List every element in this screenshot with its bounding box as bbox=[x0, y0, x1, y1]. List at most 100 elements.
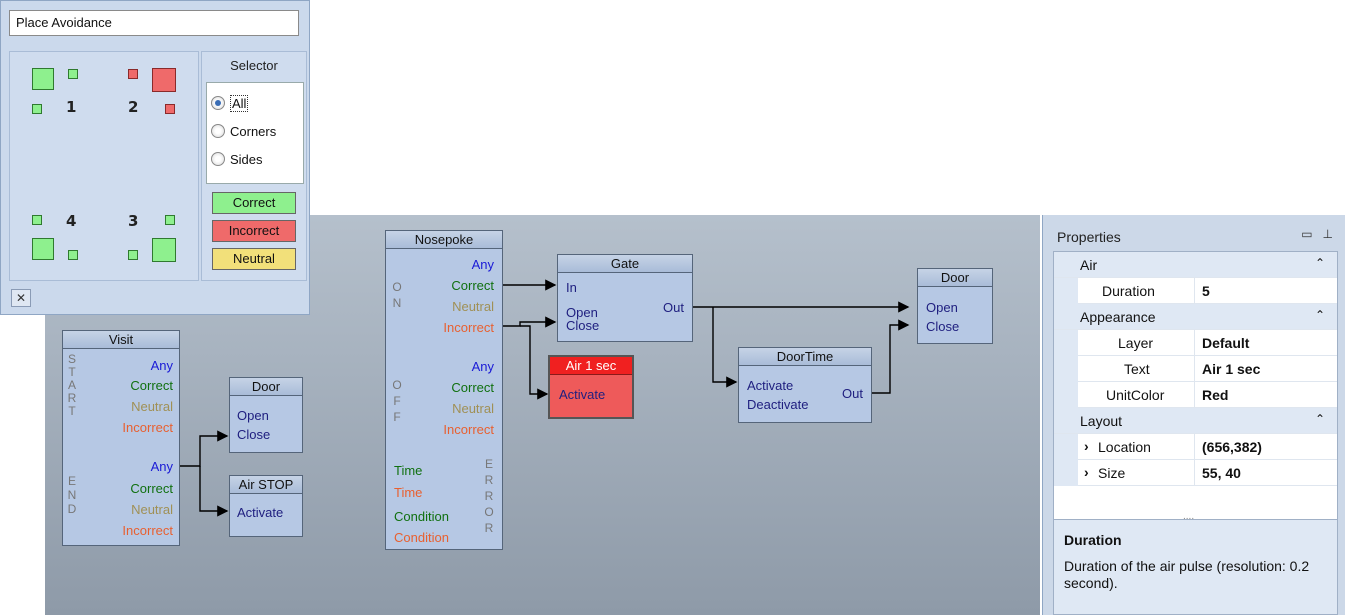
doortime-activate[interactable]: Activate bbox=[747, 378, 794, 393]
corner-3-large[interactable] bbox=[152, 238, 176, 262]
door-right-close[interactable]: Close bbox=[926, 319, 960, 334]
nosepoke-off-incorrect[interactable]: Incorrect bbox=[443, 422, 494, 437]
radio-all[interactable]: All bbox=[211, 89, 299, 117]
door-right-open[interactable]: Open bbox=[926, 300, 958, 315]
corner-number-3: 3 bbox=[128, 212, 139, 230]
side-1-top[interactable] bbox=[68, 69, 78, 79]
visit-end-any[interactable]: Any bbox=[150, 459, 173, 474]
nosepoke-off-neutral[interactable]: Neutral bbox=[452, 401, 494, 416]
selector-header: Selector bbox=[230, 58, 278, 73]
pin-icon[interactable]: ⊥ bbox=[1322, 227, 1333, 241]
properties-title: Properties bbox=[1057, 229, 1121, 245]
window-icon[interactable]: ▭ bbox=[1301, 227, 1313, 241]
place-avoidance-title[interactable]: Place Avoidance bbox=[9, 10, 299, 36]
radio-selected-icon[interactable] bbox=[211, 96, 225, 110]
gate-block[interactable]: Gate In Open Close Out bbox=[557, 254, 693, 342]
close-icon[interactable]: ✕ bbox=[11, 289, 31, 307]
air-1sec-block[interactable]: Air 1 sec Activate bbox=[548, 355, 634, 419]
nosepoke-error-time-2[interactable]: Time bbox=[394, 485, 423, 500]
nosepoke-error-time-1[interactable]: Time bbox=[394, 463, 423, 478]
side-4-bottom[interactable] bbox=[68, 250, 78, 260]
properties-panel: Properties ▭ ⊥ Air ⌃ Duration 5 Appearan… bbox=[1042, 215, 1345, 615]
doortime-block[interactable]: DoorTime Activate Deactivate Out bbox=[738, 347, 872, 423]
prop-row-location[interactable]: › Location (656,382) bbox=[1054, 434, 1337, 460]
radio-icon[interactable] bbox=[211, 152, 225, 166]
place-avoidance-panel: Place Avoidance 1 2 4 3 Selector All Cor… bbox=[0, 0, 310, 315]
nosepoke-title: Nosepoke bbox=[386, 231, 502, 249]
side-2-top[interactable] bbox=[128, 69, 138, 79]
property-description: Duration Duration of the air pulse (reso… bbox=[1053, 519, 1338, 615]
side-3-bottom[interactable] bbox=[128, 250, 138, 260]
incorrect-button[interactable]: Incorrect bbox=[212, 220, 296, 242]
radio-corners[interactable]: Corners bbox=[211, 117, 299, 145]
description-title: Duration bbox=[1064, 532, 1122, 548]
neutral-button[interactable]: Neutral bbox=[212, 248, 296, 270]
side-1-left[interactable] bbox=[32, 104, 42, 114]
doortime-title: DoorTime bbox=[739, 348, 871, 366]
collapse-icon[interactable]: ⌃ bbox=[1314, 256, 1325, 270]
gate-in[interactable]: In bbox=[566, 280, 577, 295]
corner-number-4: 4 bbox=[66, 212, 77, 230]
collapse-icon[interactable]: ⌃ bbox=[1314, 412, 1325, 426]
nosepoke-on-neutral[interactable]: Neutral bbox=[452, 299, 494, 314]
air-1sec-title: Air 1 sec bbox=[550, 357, 632, 375]
nosepoke-off-correct[interactable]: Correct bbox=[451, 380, 494, 395]
collapse-icon[interactable]: ⌃ bbox=[1314, 308, 1325, 322]
splitter-handle[interactable]: .... bbox=[1183, 511, 1195, 522]
air-stop-title: Air STOP bbox=[230, 476, 302, 494]
corner-number-2: 2 bbox=[128, 98, 139, 116]
radio-icon[interactable] bbox=[211, 124, 225, 138]
property-grid: Air ⌃ Duration 5 Appearance ⌃ Layer Defa… bbox=[1053, 251, 1338, 523]
door-left-open[interactable]: Open bbox=[237, 408, 269, 423]
prop-row-size[interactable]: › Size 55, 40 bbox=[1054, 460, 1337, 486]
doortime-out[interactable]: Out bbox=[842, 386, 863, 401]
air-1sec-activate[interactable]: Activate bbox=[559, 387, 606, 402]
correct-button[interactable]: Correct bbox=[212, 192, 296, 214]
visit-end-incorrect[interactable]: Incorrect bbox=[122, 523, 173, 538]
prop-row-layer[interactable]: Layer Default bbox=[1054, 330, 1337, 356]
prop-row-unitcolor[interactable]: UnitColor Red bbox=[1054, 382, 1337, 408]
nosepoke-on-incorrect[interactable]: Incorrect bbox=[443, 320, 494, 335]
category-layout[interactable]: Layout ⌃ bbox=[1054, 408, 1337, 434]
corner-1-large[interactable] bbox=[32, 68, 54, 90]
corner-2-large[interactable] bbox=[152, 68, 176, 92]
visit-start-correct[interactable]: Correct bbox=[130, 378, 173, 393]
expand-icon[interactable]: › bbox=[1084, 464, 1089, 480]
nosepoke-error-condition-2[interactable]: Condition bbox=[394, 530, 449, 545]
side-2-right[interactable] bbox=[165, 104, 175, 114]
visit-start-incorrect[interactable]: Incorrect bbox=[122, 420, 173, 435]
radio-sides[interactable]: Sides bbox=[211, 145, 299, 173]
door-left-title: Door bbox=[230, 378, 302, 396]
door-left-close[interactable]: Close bbox=[237, 427, 271, 442]
air-stop-activate[interactable]: Activate bbox=[237, 505, 284, 520]
air-stop-block[interactable]: Air STOP Activate bbox=[229, 475, 303, 537]
category-air[interactable]: Air ⌃ bbox=[1054, 252, 1337, 278]
doortime-deactivate[interactable]: Deactivate bbox=[747, 397, 809, 412]
door-left-block[interactable]: Door Open Close bbox=[229, 377, 303, 453]
category-appearance[interactable]: Appearance ⌃ bbox=[1054, 304, 1337, 330]
prop-row-duration[interactable]: Duration 5 bbox=[1054, 278, 1337, 304]
gate-open[interactable]: Open bbox=[566, 305, 598, 320]
nosepoke-on-any[interactable]: Any bbox=[471, 257, 494, 272]
visit-start-any[interactable]: Any bbox=[150, 358, 173, 373]
radio-corners-label: Corners bbox=[230, 123, 277, 139]
visit-end-correct[interactable]: Correct bbox=[130, 481, 173, 496]
visit-start-neutral[interactable]: Neutral bbox=[131, 399, 173, 414]
expand-icon[interactable]: › bbox=[1084, 438, 1089, 454]
visit-end-neutral[interactable]: Neutral bbox=[131, 502, 173, 517]
side-3-right[interactable] bbox=[165, 215, 175, 225]
corner-4-large[interactable] bbox=[32, 238, 54, 260]
side-4-left[interactable] bbox=[32, 215, 42, 225]
prop-row-text[interactable]: Text Air 1 sec bbox=[1054, 356, 1337, 382]
gate-close[interactable]: Close bbox=[566, 318, 600, 333]
prop-value-duration[interactable]: 5 bbox=[1202, 283, 1210, 299]
nosepoke-off-any[interactable]: Any bbox=[471, 359, 494, 374]
door-right-block[interactable]: Door Open Close bbox=[917, 268, 993, 344]
nosepoke-on-correct[interactable]: Correct bbox=[451, 278, 494, 293]
gate-out[interactable]: Out bbox=[663, 300, 684, 315]
nosepoke-error-condition-1[interactable]: Condition bbox=[394, 509, 449, 524]
